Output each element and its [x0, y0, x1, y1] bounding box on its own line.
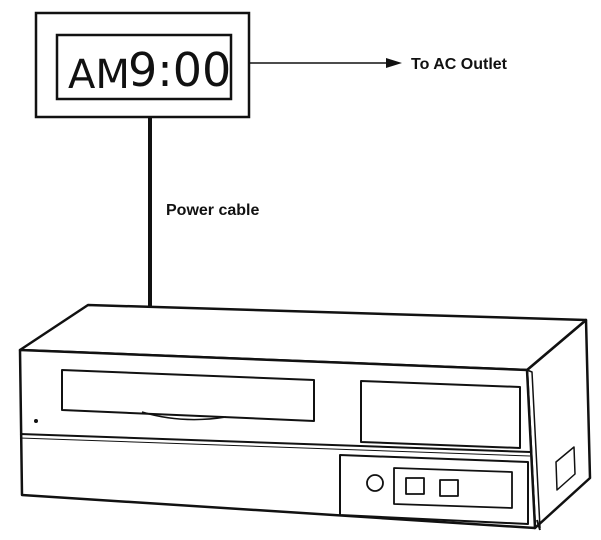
timer-ampm-text: AM — [68, 52, 130, 98]
chassis-foot — [536, 519, 541, 531]
left-drive-bay — [61, 369, 315, 422]
drive-door-curve — [141, 411, 227, 421]
right-drive-bay — [360, 380, 521, 449]
power-cable-label: Power cable — [166, 202, 259, 219]
control-button-2 — [439, 479, 459, 497]
timer-device: AM 9:00 — [34, 11, 251, 119]
side-vent — [555, 446, 576, 491]
power-cable: Power cable — [148, 117, 259, 316]
control-button-1 — [405, 477, 425, 495]
outlet-connection: To AC Outlet — [249, 56, 508, 73]
power-led — [34, 419, 38, 423]
timer-time-text: 9:00 — [128, 43, 231, 97]
power-button — [366, 474, 384, 492]
front-bezel-edge — [526, 369, 541, 529]
computer-chassis — [18, 303, 592, 531]
front-panel-seam — [19, 433, 531, 453]
outlet-arrow-head — [386, 58, 402, 68]
front-panel-seam-shadow — [19, 437, 531, 457]
outlet-label: To AC Outlet — [411, 56, 508, 73]
timer-display-window — [55, 33, 233, 101]
